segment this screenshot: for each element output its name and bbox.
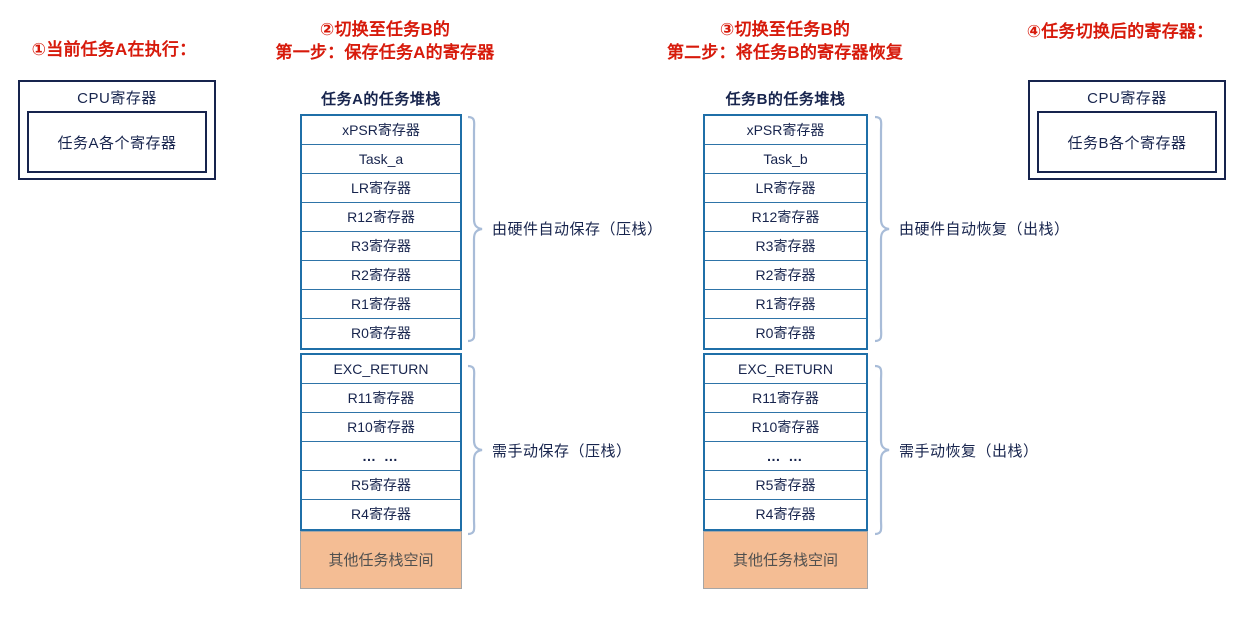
task-b-stack-title: 任务B的任务堆栈 (725, 91, 846, 108)
step3-caption-line1: ③切换至任务B的 (719, 20, 851, 39)
stack-cell: R12寄存器 (705, 203, 866, 232)
task-a-manual-brace-label: 需手动保存（压栈） (492, 443, 632, 460)
stack-cell: R4寄存器 (351, 506, 411, 522)
step2-caption-line1: ②切换至任务B的 (319, 20, 451, 39)
stack-cell: EXC_RETURN (302, 355, 460, 384)
cpu-register-box-task-b: CPU寄存器 任务B各个寄存器 (1028, 80, 1226, 180)
task-b-free-stack-space: 其他任务栈空间 (703, 531, 868, 589)
task-a-manual-brace (465, 364, 483, 536)
stack-cell: R3寄存器 (705, 232, 866, 261)
stack-cell: R0寄存器 (351, 325, 411, 341)
stack-cell: R10寄存器 (302, 413, 460, 442)
task-b-manual-brace (872, 364, 890, 536)
task-b-manual-restored-group: EXC_RETURN R11寄存器 R10寄存器 … … R5寄存器 R4寄存器 (703, 353, 868, 531)
stack-cell: R11寄存器 (302, 384, 460, 413)
stack-cell: LR寄存器 (302, 174, 460, 203)
stack-cell: R11寄存器 (705, 384, 866, 413)
cpu-box-title: CPU寄存器 (1087, 90, 1167, 107)
step3-caption-line2: 第二步：将任务B的寄存器恢复 (666, 43, 904, 62)
task-b-manual-brace-label: 需手动恢复（出栈） (899, 443, 1039, 460)
task-a-manual-saved-group: EXC_RETURN R11寄存器 R10寄存器 … … R5寄存器 R4寄存器 (300, 353, 462, 531)
stack-cell: R10寄存器 (705, 413, 866, 442)
stack-cell: Task_a (302, 145, 460, 174)
task-a-stack: 任务A的任务堆栈 xPSR寄存器 Task_a LR寄存器 R12寄存器 R3寄… (300, 88, 462, 589)
cpu-box-inner-label: 任务B各个寄存器 (1037, 111, 1217, 173)
task-a-free-stack-space: 其他任务栈空间 (300, 531, 462, 589)
task-a-stack-title: 任务A的任务堆栈 (321, 91, 441, 108)
task-b-stack: 任务B的任务堆栈 xPSR寄存器 Task_b LR寄存器 R12寄存器 R3寄… (703, 88, 868, 589)
task-b-auto-brace (872, 115, 890, 343)
stack-cell-ellipsis: … … (705, 442, 866, 471)
task-a-auto-brace-label: 由硬件自动保存（压栈） (492, 221, 663, 238)
stack-cell: R4寄存器 (755, 506, 816, 522)
cpu-box-inner-label: 任务A各个寄存器 (27, 111, 207, 173)
stack-cell: R5寄存器 (705, 471, 866, 500)
step2-caption-line2: 第一步：保存任务A的寄存器 (275, 43, 495, 62)
stack-cell: R12寄存器 (302, 203, 460, 232)
stack-cell: Task_b (705, 145, 866, 174)
cpu-register-box-task-a: CPU寄存器 任务A各个寄存器 (18, 80, 216, 180)
stack-cell: R1寄存器 (302, 290, 460, 319)
stack-cell: EXC_RETURN (705, 355, 866, 384)
task-a-auto-saved-group: xPSR寄存器 Task_a LR寄存器 R12寄存器 R3寄存器 R2寄存器 … (300, 114, 462, 350)
stack-cell: R5寄存器 (302, 471, 460, 500)
stack-cell: xPSR寄存器 (705, 116, 866, 145)
stack-cell-ellipsis: … … (302, 442, 460, 471)
task-b-auto-brace-label: 由硬件自动恢复（出栈） (899, 221, 1070, 238)
stack-cell: LR寄存器 (705, 174, 866, 203)
stack-cell: R2寄存器 (302, 261, 460, 290)
stack-cell: xPSR寄存器 (302, 116, 460, 145)
stack-cell: R2寄存器 (705, 261, 866, 290)
stack-cell: R0寄存器 (755, 325, 816, 341)
task-b-auto-restored-group: xPSR寄存器 Task_b LR寄存器 R12寄存器 R3寄存器 R2寄存器 … (703, 114, 868, 350)
step4-caption: ④任务切换后的寄存器： (1026, 22, 1214, 41)
cpu-box-title: CPU寄存器 (77, 90, 157, 107)
step1-caption: ①当前任务A在执行： (31, 40, 197, 59)
task-a-auto-brace (465, 115, 483, 343)
stack-cell: R1寄存器 (705, 290, 866, 319)
stack-cell: R3寄存器 (302, 232, 460, 261)
